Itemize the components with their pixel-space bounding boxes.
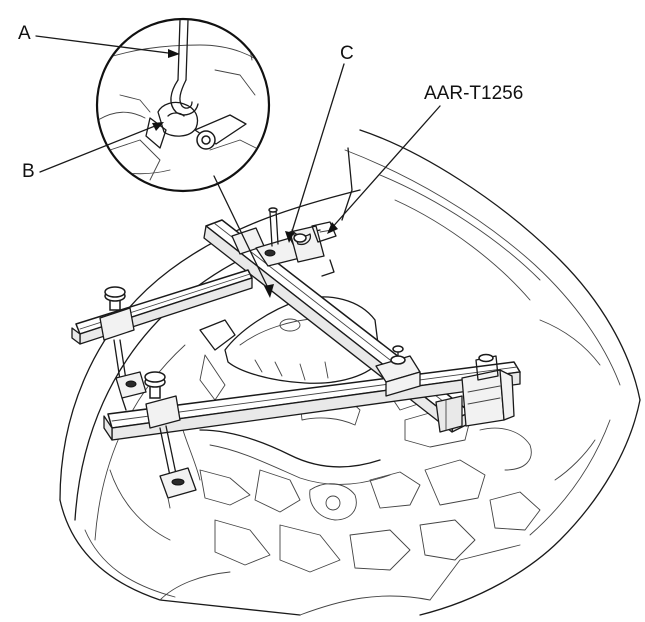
right-end-mount bbox=[435, 353, 515, 433]
callout-label-c: C bbox=[340, 43, 354, 64]
upper-cross-beam bbox=[71, 269, 253, 345]
detail-magnifier bbox=[95, 17, 271, 193]
right-clamp-block bbox=[375, 345, 421, 397]
vehicle-body-outline bbox=[59, 129, 641, 616]
left-lower-clamp bbox=[144, 371, 197, 509]
callout-label-a: A bbox=[18, 23, 31, 44]
center-hanger-assembly bbox=[231, 147, 353, 277]
left-upper-clamp bbox=[99, 286, 147, 411]
callout-label-tool: AAR-T1256 bbox=[424, 83, 524, 104]
leader-lines bbox=[35, 35, 441, 298]
callout-label-b: B bbox=[22, 161, 35, 182]
